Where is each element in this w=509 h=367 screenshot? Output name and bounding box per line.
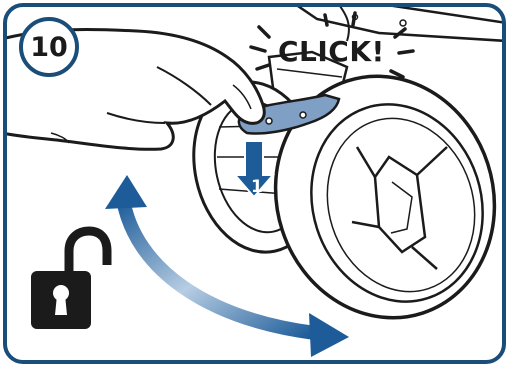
panel-frame: 10 CLICK! 1 [3,3,506,364]
step-number-badge: 10 [19,17,79,77]
unlocked-padlock-icon [31,225,113,329]
arrow-step-label: 1 [251,177,263,197]
click-sound-text: CLICK! [278,35,385,68]
